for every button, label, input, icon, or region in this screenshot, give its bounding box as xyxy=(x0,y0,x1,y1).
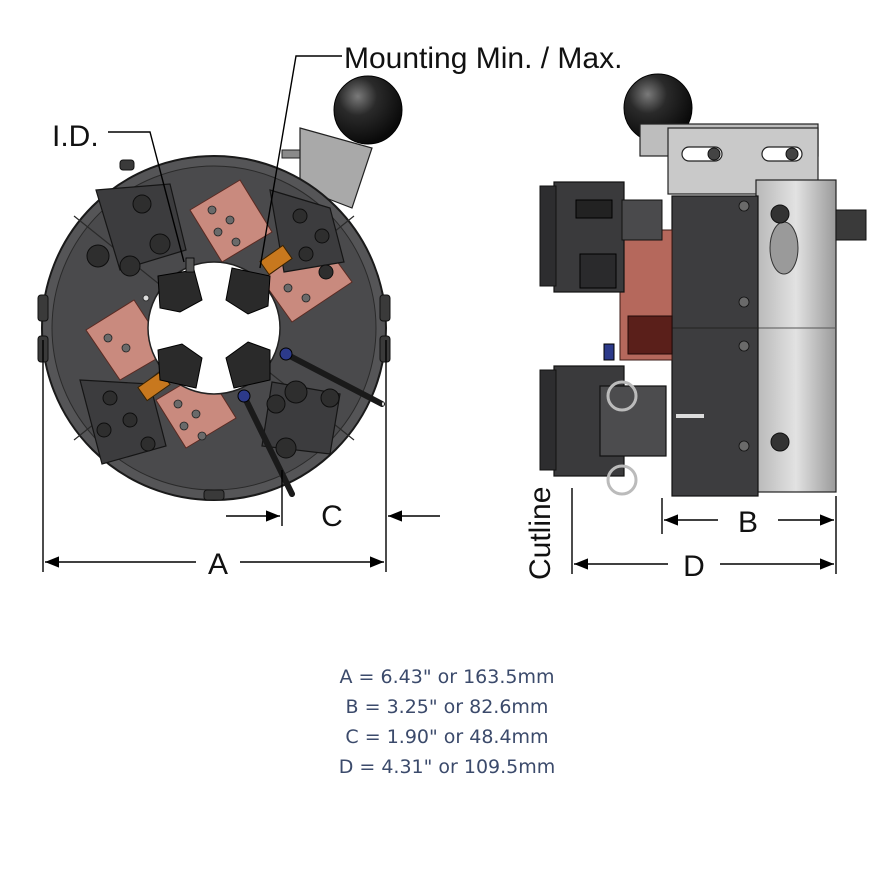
dim-c-label: C xyxy=(321,500,343,533)
dimension-lines xyxy=(42,55,837,574)
cutline-label: Cutline xyxy=(524,487,557,580)
dimension-a: A = 6.43" or 163.5mm xyxy=(339,666,555,688)
dim-d-label: D xyxy=(683,550,705,583)
dim-b-label: B xyxy=(738,506,758,539)
id-label: I.D. xyxy=(52,120,99,153)
inner-jaws xyxy=(157,267,271,389)
dimension-d: D = 4.31" or 109.5mm xyxy=(338,756,556,778)
knob-bracket xyxy=(299,127,373,209)
side-view xyxy=(539,73,867,497)
knob-icon xyxy=(333,75,403,145)
dimension-list: A = 6.43" or 163.5mm B = 3.25" or 82.6mm… xyxy=(0,662,894,782)
front-view xyxy=(37,75,403,501)
dimension-c: C = 1.90" or 48.4mm xyxy=(345,726,549,748)
mounting-label: Mounting Min. / Max. xyxy=(344,42,622,75)
dimension-b: B = 3.25" or 82.6mm xyxy=(345,696,549,718)
adjuster-pins xyxy=(237,347,385,497)
copper-strips xyxy=(85,179,353,449)
dim-a-label: A xyxy=(208,548,228,581)
